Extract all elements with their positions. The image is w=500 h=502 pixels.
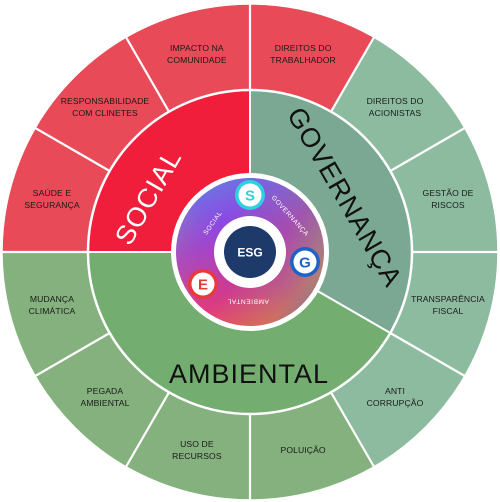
topic-label: RESPONSABILIDADE COM CLINETES — [61, 96, 150, 118]
ring-separator — [86, 88, 414, 416]
topic-label: GESTÃO DE RISCOS — [422, 188, 473, 210]
badge-face — [293, 250, 317, 274]
topic-label-line: GESTÃO DE — [422, 188, 473, 198]
outer-topic-ring — [2, 4, 498, 500]
topic-label-line: RESPONSABILIDADE — [61, 96, 150, 106]
topic-label-line: FISCAL — [433, 306, 464, 316]
outer-edge — [1, 3, 499, 501]
topic-label-line: AMBIENTAL — [81, 398, 130, 408]
topic-label: USO DE RECURSOS — [172, 439, 222, 461]
topic-segment — [390, 252, 498, 376]
segment-divider — [124, 34, 170, 113]
topic-label: DIREITOS DO ACIONISTAS — [367, 96, 424, 118]
topic-label-line: USO DE — [180, 439, 214, 449]
topic-label-line: MUDANÇA — [30, 294, 74, 304]
topic-label-line: SEGURANÇA — [24, 200, 80, 210]
topic-segment — [2, 128, 110, 252]
topic-labels: DIREITOS DO TRABALHADOR DIREITOS DO ACIONIS… — [24, 43, 485, 461]
ambiental-letter: E — [198, 277, 208, 294]
governance-letter-badge: G — [290, 247, 320, 277]
social-letter-badge: S — [235, 180, 265, 210]
topic-segment — [2, 252, 110, 376]
topic-segment — [331, 37, 465, 171]
topic-label-line: RECURSOS — [172, 451, 222, 461]
topic-label: ANTI CORRUPÇÃO — [367, 386, 424, 408]
segment-divider — [124, 391, 170, 470]
topic-label: PEGADA AMBIENTAL — [81, 386, 130, 408]
topic-label-line: IMPACTO NA — [170, 43, 224, 53]
topic-label: TRANSPARÊNCIA FISCAL — [411, 294, 485, 316]
topic-segment — [35, 333, 169, 467]
segment-divider — [32, 332, 111, 378]
topic-label-line: POLUIÇÃO — [280, 445, 325, 455]
ambiental-letter-badge: E — [188, 269, 218, 299]
topic-label-line: DIREITOS DO — [275, 43, 332, 53]
topic-label-line: CLIMÁTICA — [29, 306, 76, 316]
segment-divider — [389, 126, 468, 172]
social-letter: S — [245, 188, 255, 205]
topic-label: POLUIÇÃO — [280, 445, 325, 455]
topic-label-line: SAÚDE E — [33, 188, 72, 198]
badge-face — [238, 183, 262, 207]
governance-letter: G — [299, 255, 311, 272]
topic-segment — [35, 37, 169, 171]
ambiental-ring-label: AMBIENTAL — [227, 297, 269, 304]
topic-label-line: ANTI — [385, 386, 405, 396]
topic-label-line: TRANSPARÊNCIA — [411, 294, 485, 304]
segment-divider — [330, 391, 376, 470]
segment-divider — [330, 34, 376, 113]
segment-divider — [389, 332, 468, 378]
topic-segment — [250, 392, 374, 500]
segment-divider — [32, 126, 111, 172]
topic-label-line: DIREITOS DO — [367, 96, 424, 106]
topic-segment — [250, 4, 374, 112]
pillar-letter-badges: S G E — [188, 180, 320, 299]
topic-label-line: TRABALHADOR — [270, 55, 336, 65]
topic-segment — [126, 4, 250, 112]
topic-label-line: PEGADA — [87, 386, 124, 396]
badge-face — [191, 272, 215, 296]
topic-label-line: ACIONISTAS — [369, 108, 422, 118]
topic-segment — [126, 392, 250, 500]
topic-label-line: RISCOS — [431, 200, 465, 210]
topic-label: IMPACTO NA COMUNIDADE — [167, 43, 227, 65]
topic-label: DIREITOS DO TRABALHADOR — [270, 43, 336, 65]
topic-segment — [390, 128, 498, 252]
topic-segment — [331, 333, 465, 467]
ambiental-title: AMBIENTAL — [169, 359, 329, 389]
topic-label-line: COM CLINETES — [72, 108, 138, 118]
hub-inner-core — [224, 226, 276, 278]
center-esg-label: ESG — [237, 246, 262, 260]
topic-label-line: COMUNIDADE — [167, 55, 227, 65]
topic-label: SAÚDE E SEGURANÇA — [24, 188, 80, 210]
topic-label: MUDANÇA CLIMÁTICA — [29, 294, 76, 316]
topic-label-line: CORRUPÇÃO — [367, 398, 424, 408]
